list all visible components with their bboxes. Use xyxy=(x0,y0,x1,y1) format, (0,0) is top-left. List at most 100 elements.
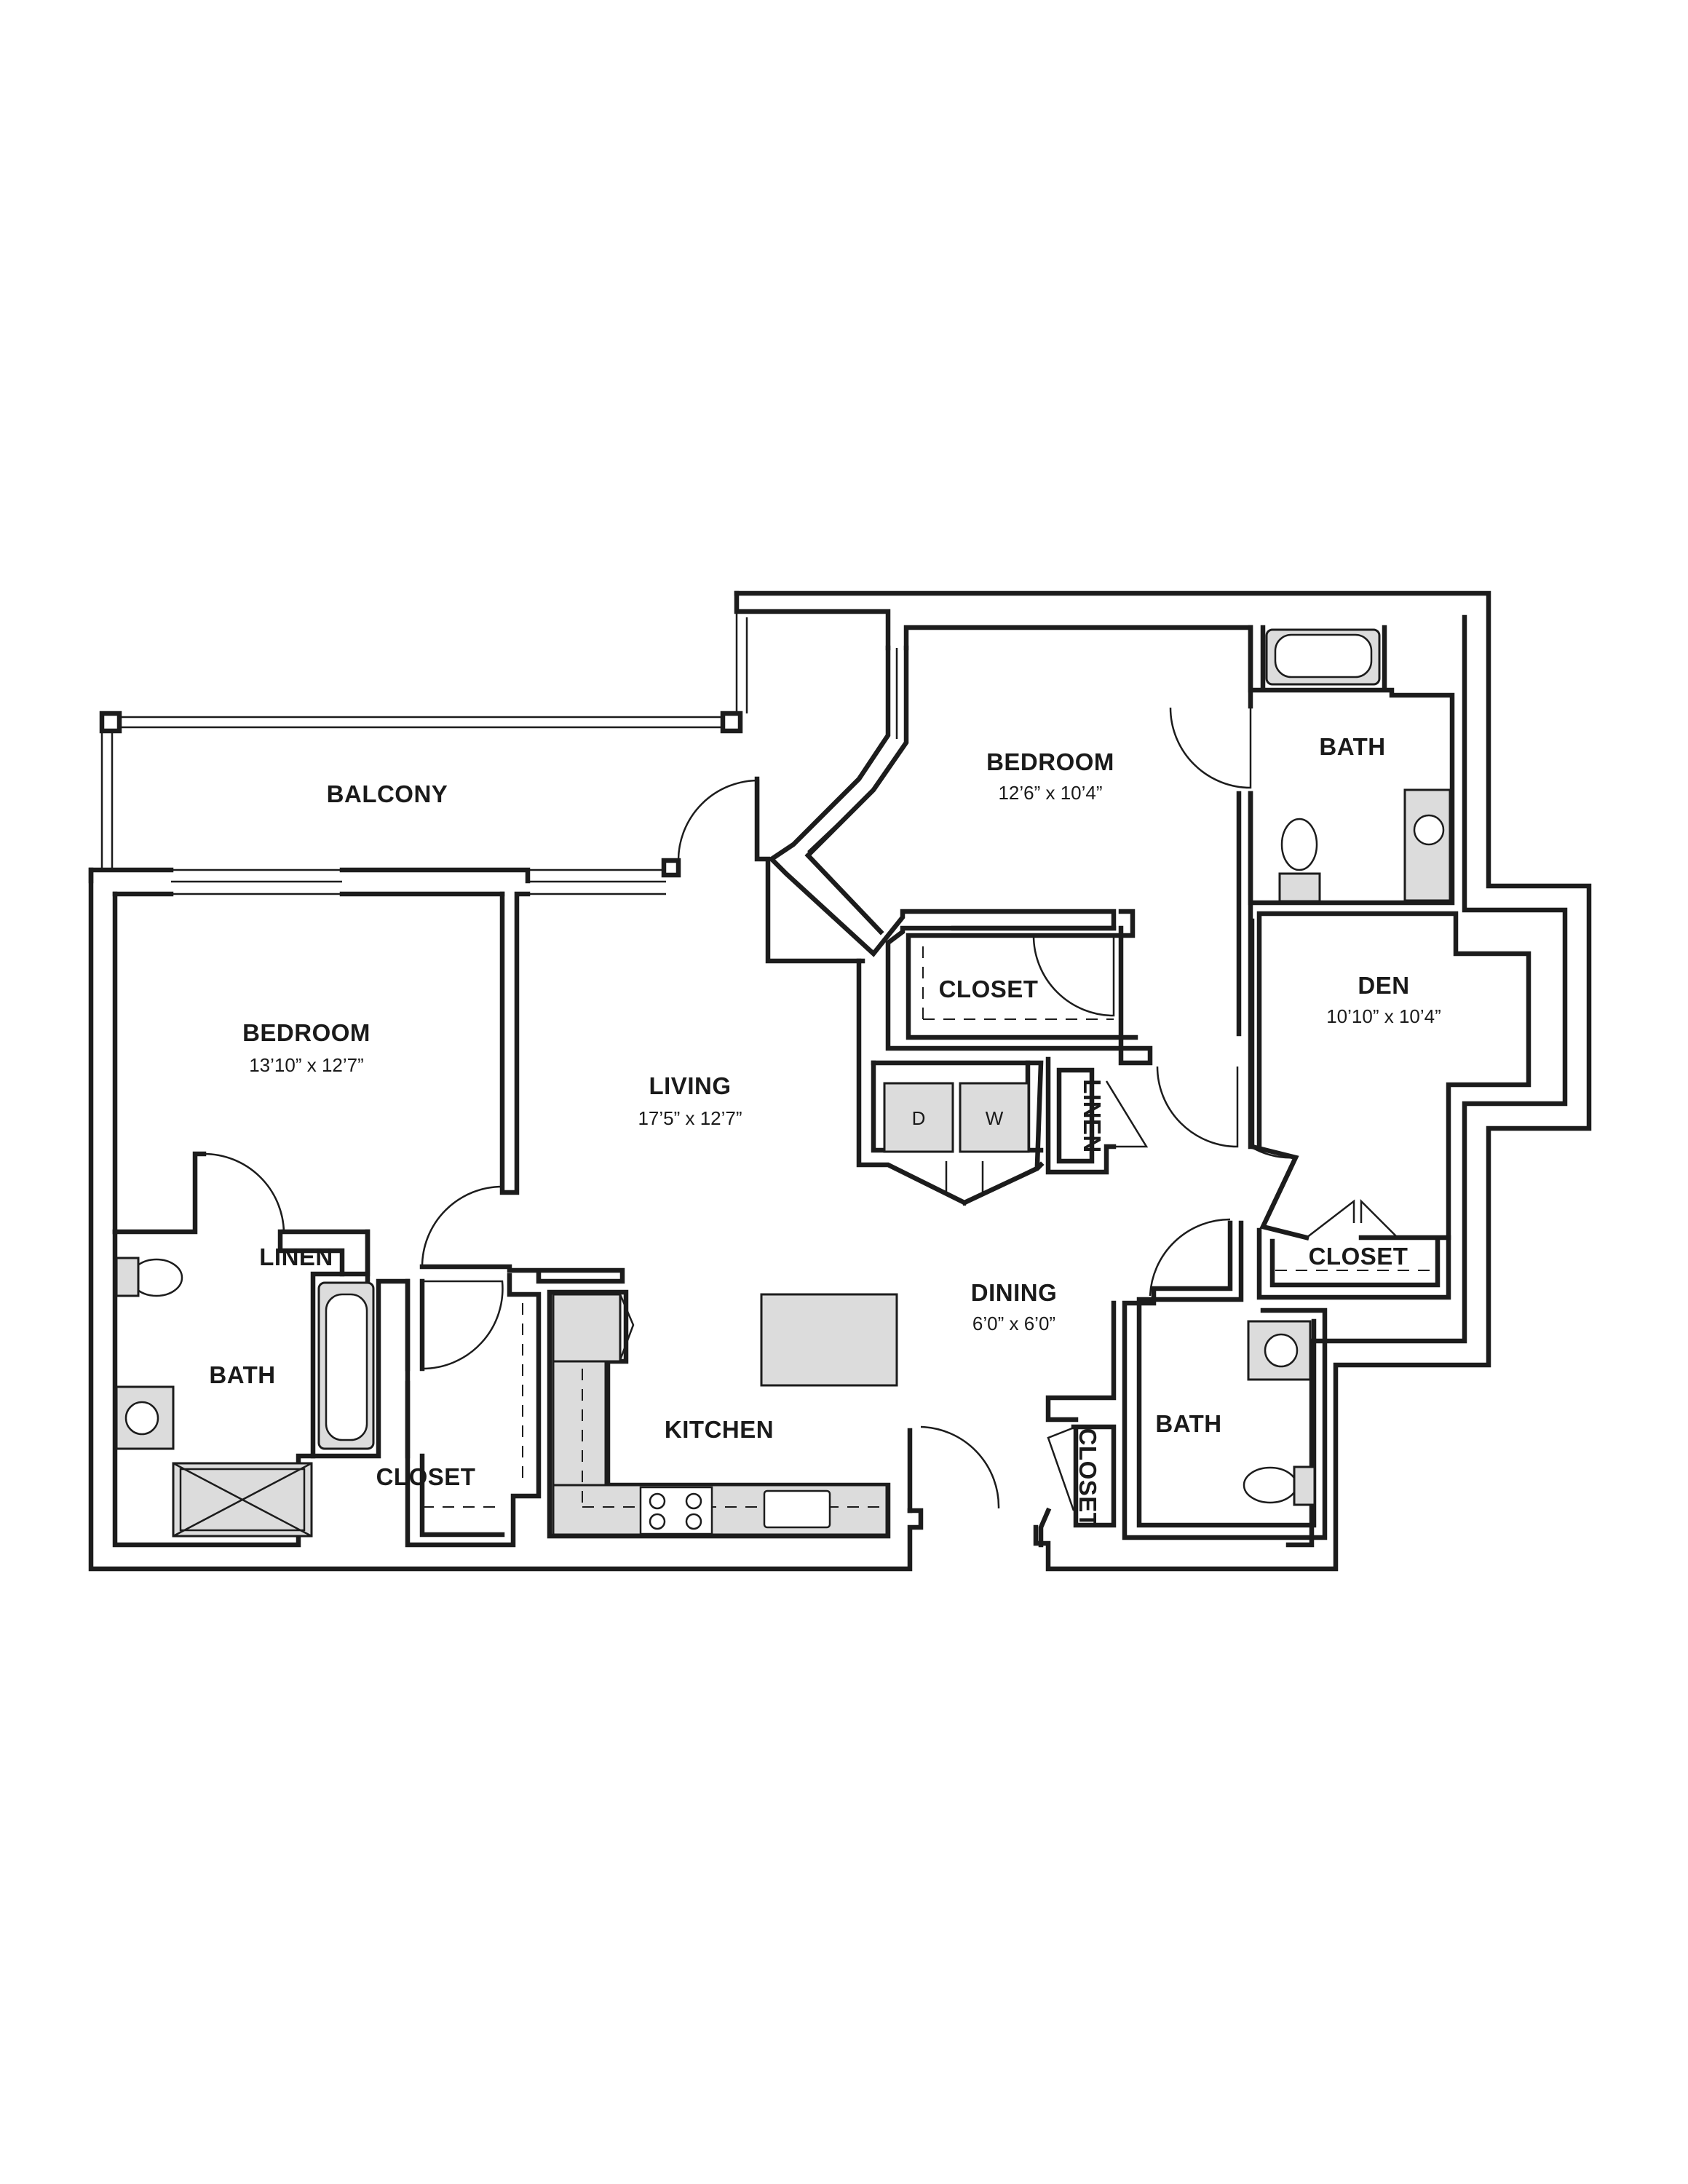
bathtub-left-inner xyxy=(325,1293,368,1441)
burner-1 xyxy=(649,1492,666,1510)
kitchen-sink xyxy=(763,1489,831,1529)
bath-top-wall-inner xyxy=(1260,625,1387,691)
burner-2 xyxy=(685,1492,702,1510)
closet-den-door-left xyxy=(1306,1199,1355,1238)
sink-left xyxy=(124,1401,159,1436)
closet-small-label: CLOSET xyxy=(1074,1428,1101,1528)
bedroom-top-angled-wall-2 xyxy=(804,645,909,935)
shower-left-d2 xyxy=(173,1462,312,1538)
den-dims: 10’10” x 10’4” xyxy=(1326,1005,1441,1027)
closet-mid-label: CLOSET xyxy=(939,976,1039,1002)
bedroom-top-window-1 xyxy=(793,778,860,845)
bath-top-wall xyxy=(1248,625,1455,906)
bath-left xyxy=(112,1152,411,1548)
bath-right-label: BATH xyxy=(1155,1410,1221,1437)
balcony-post-right xyxy=(720,711,743,734)
closet-left-door xyxy=(421,1280,504,1370)
shower-left-inner xyxy=(179,1468,306,1532)
bedroom-left-dims: 13’10” x 12’7” xyxy=(249,1054,364,1076)
laundry xyxy=(856,958,1045,1206)
sink-right xyxy=(1264,1333,1299,1368)
closet-left-wall xyxy=(405,1273,542,1548)
entry xyxy=(907,1425,1000,1514)
bath-right-door xyxy=(1149,1218,1231,1297)
balcony-post-door xyxy=(661,858,681,878)
burner-3 xyxy=(649,1513,666,1530)
den xyxy=(1249,911,1532,1241)
bath-right-wall xyxy=(1122,1220,1328,1540)
den-door xyxy=(1250,1145,1296,1159)
kitchen-island xyxy=(760,1293,898,1387)
closet-small-door xyxy=(1047,1425,1077,1511)
balcony-label: BALCONY xyxy=(327,780,448,807)
balcony-door xyxy=(677,779,760,861)
dining-label: DINING xyxy=(971,1279,1058,1306)
balcony xyxy=(99,612,748,895)
dryer-label: D xyxy=(912,1107,926,1129)
bedroom-top-dims: 12’6” x 10’4” xyxy=(998,782,1102,804)
closet-den-wall-2 xyxy=(1269,1238,1441,1288)
closet-mid-wall-inner xyxy=(906,909,1138,1040)
den-wall xyxy=(1256,911,1532,1241)
living-label: LIVING xyxy=(649,1072,731,1099)
closet-den-wall xyxy=(1256,1227,1451,1300)
dryer xyxy=(883,1082,954,1153)
closet-mid-door xyxy=(1032,935,1115,1017)
toilet-right xyxy=(1243,1466,1298,1504)
linen-mid-label: LINEN xyxy=(1079,1079,1106,1153)
bedroom-left-top-wall xyxy=(88,867,531,884)
closet-left-wall-2 xyxy=(419,1278,505,1538)
bathtub-top-inner xyxy=(1274,633,1373,678)
dining-dims: 6’0” x 6’0” xyxy=(972,1313,1055,1334)
bath-left-wall xyxy=(112,1229,371,1548)
labels: BALCONY BEDROOM 13’10” x 12’7” LIVING 17… xyxy=(209,733,1441,1527)
bedroom-top-label: BEDROOM xyxy=(986,748,1114,775)
toilet-tank-top xyxy=(1278,872,1321,903)
washer-label: W xyxy=(986,1107,1004,1129)
linen-mid xyxy=(1045,1056,1239,1175)
closet-small xyxy=(1038,1300,1117,1548)
refrigerator xyxy=(552,1293,622,1363)
bath-top-door xyxy=(1169,707,1252,789)
living-door xyxy=(421,1185,503,1267)
kitchen-label: KITCHEN xyxy=(665,1416,774,1443)
kitchen-counter-bottom xyxy=(552,1484,888,1536)
bath-top-label: BATH xyxy=(1319,733,1385,760)
laundry-door-right xyxy=(981,1161,1042,1196)
exterior-wall-top xyxy=(734,590,1592,1572)
closet-small-wall xyxy=(1038,1300,1117,1548)
kitchen-wall xyxy=(419,1264,625,1284)
linen-left-label: LINEN xyxy=(259,1243,333,1270)
entry-door xyxy=(920,1425,1000,1509)
exterior-wall-top-inner xyxy=(734,590,1253,709)
closet-mid-wall xyxy=(885,925,1153,1066)
bath-left-label: BATH xyxy=(209,1361,275,1388)
laundry-door-left xyxy=(887,1161,948,1196)
closet-den-label: CLOSET xyxy=(1309,1243,1408,1270)
exterior-wall-left xyxy=(88,867,924,1572)
bedroom-living-wall xyxy=(499,891,531,1195)
bedroom-top-angled-wall xyxy=(767,645,1117,957)
bath-top xyxy=(1169,625,1455,906)
bedroom-top-door xyxy=(1156,1066,1239,1148)
linen-mid-door xyxy=(1105,1080,1149,1148)
burner-4 xyxy=(685,1513,702,1530)
bath-left-door xyxy=(203,1152,285,1233)
toilet-top xyxy=(1280,818,1318,871)
closet-left-label: CLOSET xyxy=(376,1463,476,1490)
closet-mid xyxy=(885,909,1153,1066)
bedroom-left-label: BEDROOM xyxy=(242,1019,371,1046)
sink-top xyxy=(1413,814,1445,846)
balcony-post-left xyxy=(99,711,122,734)
bedroom-top-walls xyxy=(754,645,1253,1150)
closet-small-wall-2 xyxy=(1071,1424,1117,1528)
kitchen xyxy=(419,1264,898,1539)
living-top-wall xyxy=(754,776,865,964)
toilet-tank-right xyxy=(1293,1465,1316,1506)
bedroom-top-window-2 xyxy=(807,789,874,852)
closet-left xyxy=(405,1185,542,1548)
bath-right xyxy=(1122,1218,1328,1540)
closet-den xyxy=(1256,1198,1451,1300)
washer xyxy=(959,1082,1030,1153)
